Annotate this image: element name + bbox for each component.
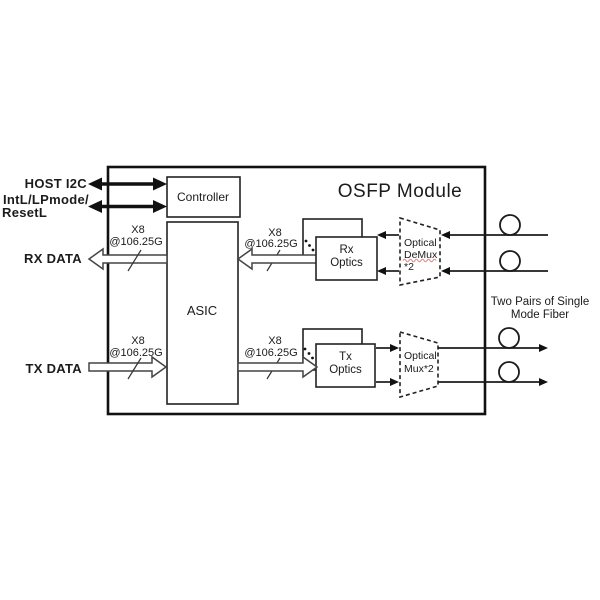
bus-rate-label: @106.25G <box>244 347 297 359</box>
ellipsis-dot <box>303 347 307 351</box>
tx-optics-label-line2: Optics <box>329 364 362 376</box>
host-i2c-arrowhead-left <box>88 177 102 191</box>
mux-trapezoid <box>399 330 439 399</box>
bus-slash <box>127 249 142 272</box>
ellipsis-dot <box>311 356 314 360</box>
fiber-note-line1: Two Pairs of Single <box>491 296 589 308</box>
tx-to-mux-arrows <box>376 344 399 386</box>
tx-electrical-path: TX DATA X8 @106.25G X8 @106.25G <box>26 335 298 380</box>
host-i2c-arrowhead-right <box>153 177 167 191</box>
tx-optics-label-line1: Tx <box>339 351 352 363</box>
optical-mux-block: Optical Mux*2 <box>399 330 439 399</box>
bus-label-rx-host: X8 @106.25G <box>109 224 163 272</box>
tx-fiber-lines <box>438 327 548 386</box>
bus-rate-label: @106.25G <box>244 238 297 250</box>
control-signals-label-line1: IntL/LPmode/ <box>3 192 89 207</box>
bus-lanes-label: X8 <box>131 224 144 236</box>
arrowhead-right <box>539 378 548 386</box>
optical-demux-block: Optical DeMux *2 <box>399 216 441 286</box>
arrowhead-left <box>377 267 386 275</box>
asic-label: ASIC <box>187 303 217 318</box>
arrowhead-right <box>390 344 399 352</box>
asic-to-tx-optics-arrow <box>237 355 319 379</box>
bus-lanes-label: X8 <box>268 227 281 239</box>
arrowhead-left <box>441 231 450 239</box>
fiber-connector-circle <box>499 250 521 272</box>
control-signals-arrowhead-right <box>153 200 167 213</box>
bus-rate-label: @106.25G <box>109 347 162 359</box>
fiber-connector-circle <box>498 327 520 349</box>
module-title: OSFP Module <box>338 181 462 202</box>
host-signal-arrows: HOST I2C IntL/LPmode/ ResetL <box>2 176 167 220</box>
arrowhead-right <box>390 378 399 386</box>
host-i2c-label: HOST I2C <box>25 176 88 191</box>
fiber-connector-circle <box>499 214 521 236</box>
rx-optics-label-line1: Rx <box>339 244 353 256</box>
fiber-connector-circle <box>498 361 520 383</box>
bus-lanes-label: X8 <box>268 335 281 347</box>
bus-label-tx-host: X8 @106.25G <box>109 335 163 380</box>
tx-data-label: TX DATA <box>26 361 83 376</box>
rx-data-label: RX DATA <box>24 251 82 266</box>
tx-optics-block: Tx Optics <box>237 328 376 388</box>
rx-data-bus-arrow <box>87 247 168 271</box>
fiber-note: Two Pairs of Single Mode Fiber <box>491 296 589 321</box>
arrowhead-right <box>539 344 548 352</box>
demux-to-rx-arrows <box>377 231 399 275</box>
demux-label-line2: DeMux <box>404 249 438 261</box>
control-signals-label-line2: ResetL <box>2 205 47 220</box>
control-signals-arrowhead-left <box>88 200 102 213</box>
controller-box <box>166 176 241 218</box>
rx-electrical-path: RX DATA X8 @106.25G X8 @106.25G <box>24 224 298 272</box>
ellipsis-dot <box>311 248 315 252</box>
demux-label-line1: Optical <box>404 237 437 249</box>
rx-optics-label-line2: Optics <box>330 257 363 269</box>
spellcheck-underline <box>402 258 437 263</box>
mux-label-line1: Optical <box>404 350 437 362</box>
mux-label-line2: Mux*2 <box>404 363 434 375</box>
demux-trapezoid <box>399 216 441 286</box>
arrowhead-left <box>377 231 386 239</box>
rx-optics-block: Rx Optics <box>236 218 378 281</box>
demux-label-line3: *2 <box>404 261 414 273</box>
bus-lanes-label: X8 <box>131 335 144 347</box>
controller-label: Controller <box>177 190 229 204</box>
bus-slash <box>127 357 142 380</box>
arrowhead-left <box>441 267 450 275</box>
rx-fiber-lines <box>441 214 548 275</box>
ellipsis-dot <box>308 244 311 247</box>
fiber-note-line2: Mode Fiber <box>511 309 569 321</box>
bus-label-rx-optics: X8 @106.25G <box>244 227 298 272</box>
tx-data-bus-arrow <box>88 355 168 379</box>
ellipsis-dot <box>307 352 311 355</box>
controller-block: Controller <box>166 176 241 218</box>
asic-box <box>166 221 239 405</box>
rx-optics-front-box <box>315 236 378 281</box>
rx-optics-to-asic-arrow <box>236 247 323 271</box>
ellipsis-dot <box>304 239 308 243</box>
asic-block: ASIC <box>166 221 239 405</box>
bus-rate-label: @106.25G <box>109 236 162 248</box>
